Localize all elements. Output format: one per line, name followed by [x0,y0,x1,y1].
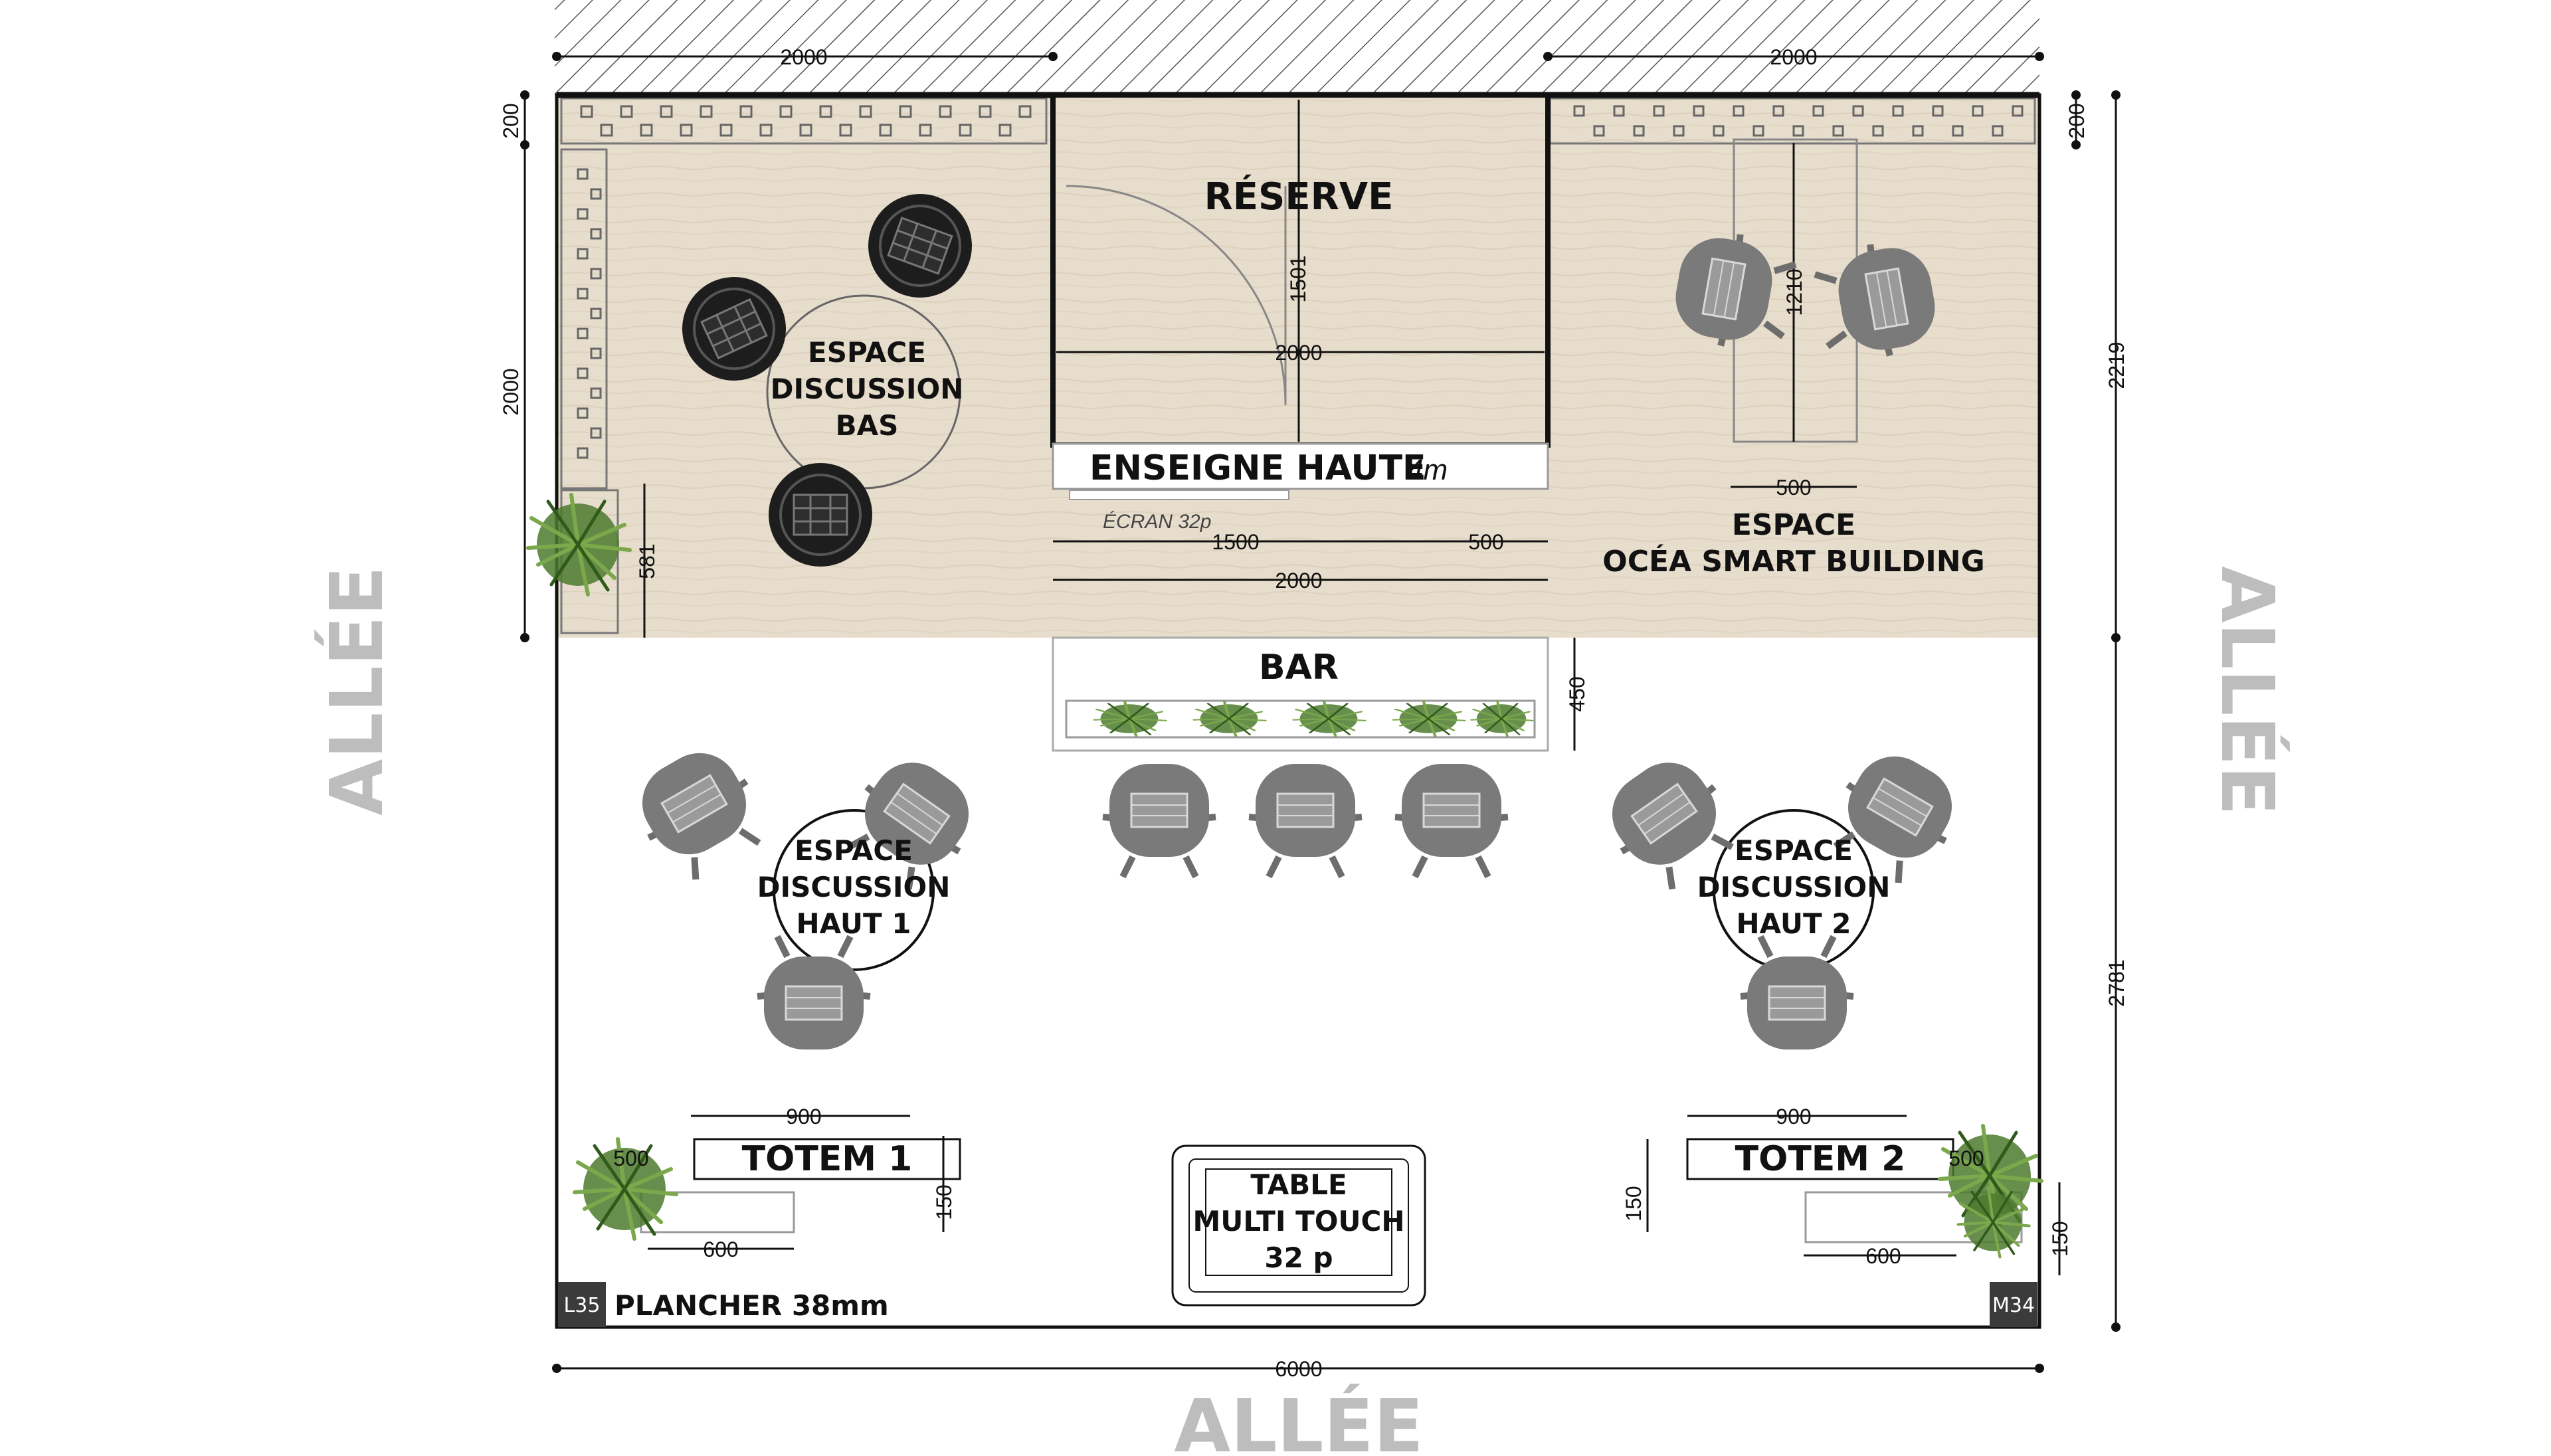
bar-plant-box [1065,699,1536,739]
dim-right-200: 200 [2065,103,2089,138]
light-strip-left-dots [580,105,1032,137]
haut1-line2: DISCUSSION [757,871,951,903]
dim-smart-1210: 1210 [1782,268,1806,316]
haut1-line1: ESPACE [795,834,913,867]
dim-totem1-900: 900 [786,1105,821,1129]
external-dim-lines [523,55,2117,1370]
espace-bas-line2: DISCUSSION [771,373,964,405]
dim-reserve-2000: 2000 [1275,341,1322,365]
dim-totem2-500: 500 [1948,1146,1984,1170]
enseigne-haute-panel [1052,442,1549,490]
multitouch-screen [1205,1168,1392,1276]
haut2-line3: HAUT 2 [1737,907,1851,940]
chair-bas-bottom [767,462,874,568]
totem1-label: TOTEM 1 [742,1139,913,1179]
plancher-label: PLANCHER 38mm [614,1289,889,1322]
haut1-line3: HAUT 1 [797,907,911,940]
chair-haut1-left [622,735,776,889]
dim-totem1-500: 500 [613,1146,648,1170]
dim-totem1-600: 600 [703,1237,738,1261]
table-line3: 32 p [1264,1241,1333,1274]
reserve-door-swing [1066,185,1287,406]
light-strip-side [560,148,608,490]
dim-totem2-150a: 150 [1622,1186,1646,1221]
allee-bottom: ALLÉE [1174,1383,1424,1456]
smart-line1: ESPACE [1732,508,1855,542]
dim-top-left: 2000 [780,45,827,69]
dim-screen-500: 500 [1468,530,1503,554]
allee-right: ALLÉE [2205,566,2291,816]
bar-stool-1 [1103,764,1216,877]
reserve-room [1050,92,1551,448]
dim-screen-1500: 1500 [1212,530,1259,554]
totem2-label: TOTEM 2 [1735,1139,1906,1179]
bar-stool-2 [1249,764,1362,877]
espace-bas-line3: BAS [836,409,899,442]
bar-stool-3 [1395,764,1508,877]
haut2-line1: ESPACE [1735,834,1853,867]
ecran-screen [1069,490,1289,500]
dim-end-dots [520,52,2121,1373]
table-line1: TABLE [1250,1168,1347,1201]
dim-totem2-600: 600 [1865,1244,1901,1268]
light-strip-side-dots [577,168,602,459]
haut2-line2: DISCUSSION [1697,871,1891,903]
dim-reserve-1501: 1501 [1286,255,1310,302]
back-wall-hatch [555,0,2039,95]
allee-left: ALLÉE [314,566,399,816]
bar-label: BAR [1259,648,1339,687]
dim-right-2219: 2219 [2105,341,2128,389]
corner-left-badge [558,1282,606,1327]
corner-right-badge [1990,1282,2037,1327]
table-line2: MULTI TOUCH [1192,1205,1404,1237]
multitouch-table-inner [1188,1158,1409,1293]
dim-totem2-150b: 150 [2048,1221,2072,1256]
enseigne-label: ENSEIGNE HAUTE [1089,448,1426,488]
ecran-label: ÉCRAN 32p [1103,511,1211,533]
enseigne-size: 4m [1407,454,1448,486]
smart-line2: OCÉA SMART BUILDING [1602,543,1984,579]
dim-screen-2000: 2000 [1275,569,1322,592]
dim-planter-581: 581 [635,543,659,579]
corner-left-label: L35 [564,1294,601,1317]
dim-bar-450: 450 [1565,676,1589,711]
totem1-sign [693,1138,961,1180]
dim-top-right: 2000 [1770,45,1817,69]
espace-bas-line1: ESPACE [808,336,926,369]
dim-left-2000: 2000 [499,368,523,415]
light-strip-left [560,97,1048,145]
light-strip-right-dots [1573,105,2024,137]
dim-totem2-900: 900 [1776,1105,1811,1129]
dim-totem1-150: 150 [932,1184,956,1220]
dim-bottom-6000: 6000 [1275,1357,1322,1381]
dim-right-2781: 2781 [2105,959,2128,1006]
dim-left-200: 200 [499,103,523,138]
dim-smart-500: 500 [1776,476,1811,500]
totem1-base [640,1191,795,1233]
corner-right-label: M34 [1992,1294,2035,1317]
